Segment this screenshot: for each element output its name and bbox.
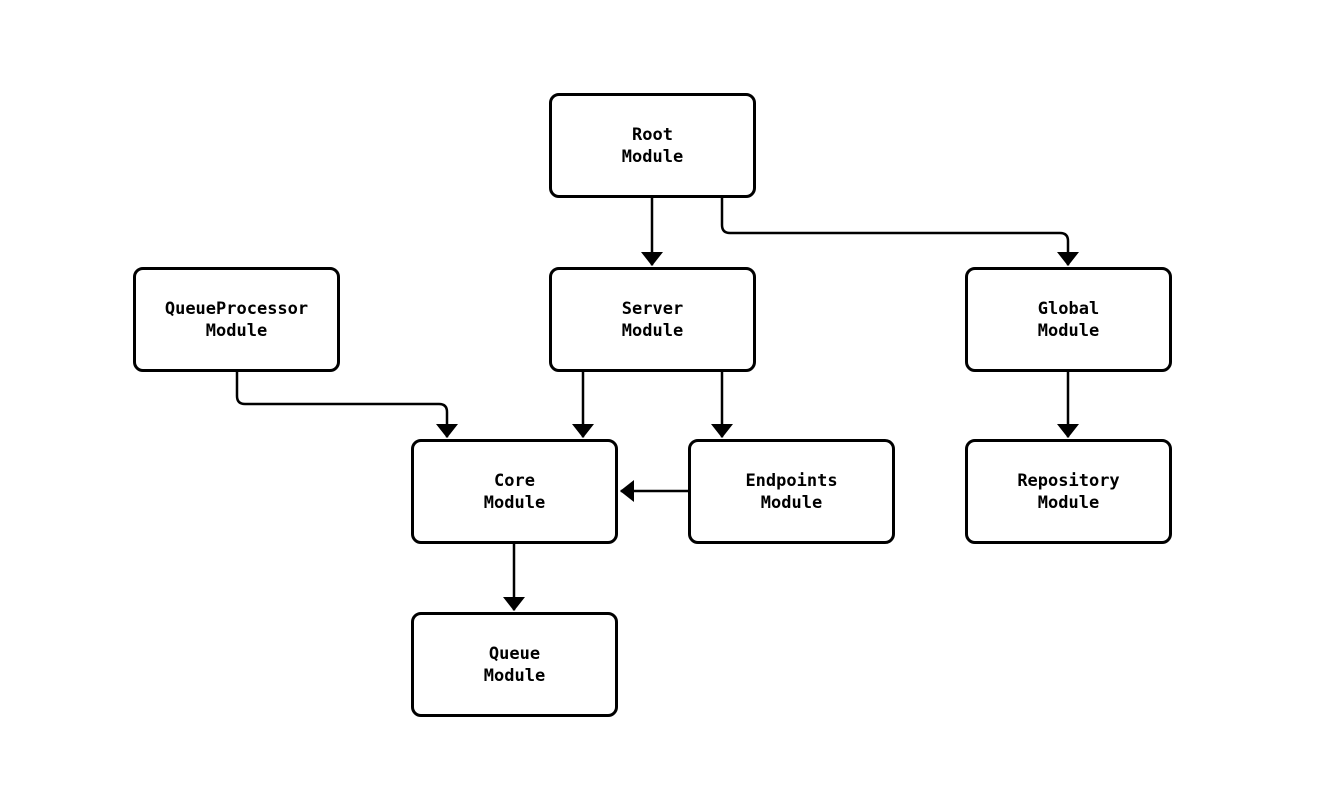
edge-queueprocessor-to-core: [235, 369, 458, 438]
node-queue-module-label: Queue Module: [483, 643, 546, 686]
edge-root-to-global: [720, 196, 1079, 266]
node-endpoints-module: Endpoints Module: [688, 439, 895, 544]
node-repository-module-label: Repository Module: [1017, 470, 1120, 513]
node-server-module: Server Module: [549, 267, 756, 372]
node-server-module-label: Server Module: [621, 298, 684, 341]
node-repository-module: Repository Module: [965, 439, 1172, 544]
node-root-module: Root Module: [549, 93, 756, 198]
node-root-module-label: Root Module: [621, 124, 684, 167]
node-global-module-label: Global Module: [1037, 298, 1100, 341]
node-queue-module: Queue Module: [411, 612, 618, 717]
node-core-module-label: Core Module: [483, 470, 546, 513]
node-queueprocessor-module: QueueProcessor Module: [133, 267, 340, 372]
node-core-module: Core Module: [411, 439, 618, 544]
node-queueprocessor-module-label: QueueProcessor Module: [164, 298, 309, 341]
node-global-module: Global Module: [965, 267, 1172, 372]
node-endpoints-module-label: Endpoints Module: [745, 470, 838, 513]
